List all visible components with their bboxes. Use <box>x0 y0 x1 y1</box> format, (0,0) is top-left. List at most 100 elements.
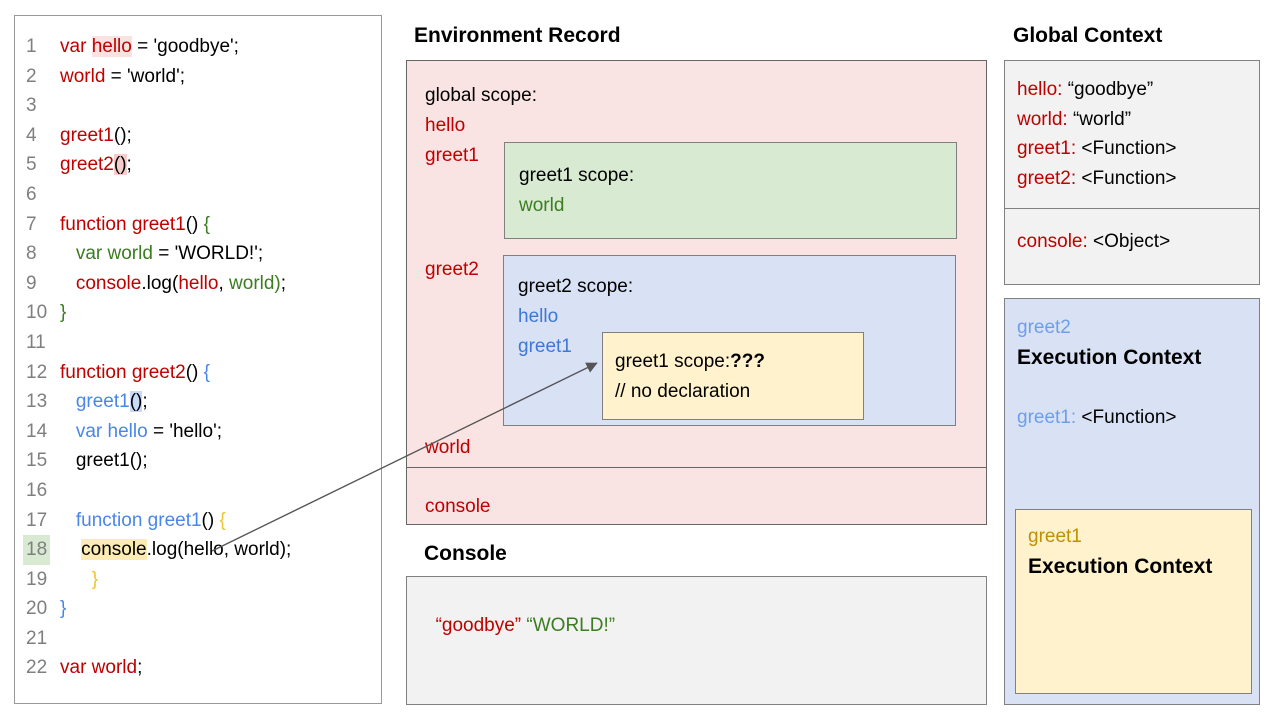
code-line: 13 greet1(); <box>15 387 381 417</box>
global-scope-vars: global scope: hello greet1 <box>425 81 537 170</box>
unknown-marker: ??? <box>730 351 765 372</box>
line-number: 12 <box>26 361 48 383</box>
code-line: 2 world = 'world'; <box>15 62 381 92</box>
line-number: 17 <box>26 509 48 531</box>
code-text: function greet1() { <box>75 509 226 531</box>
greet1-execution-context-box: greet1 Execution Context <box>1015 509 1252 694</box>
greet1-context-title: Execution Context <box>1028 554 1213 578</box>
entry-row: hello: “goodbye” <box>1017 79 1154 100</box>
environment-record-title: Environment Record <box>414 24 621 47</box>
code-text: greet1(); <box>75 391 148 413</box>
code-line: 15 greet1(); <box>15 446 381 476</box>
line-number: 6 <box>26 183 37 205</box>
entry-row: console: <Object> <box>1017 231 1171 252</box>
console-var-label: console <box>425 496 491 517</box>
greet1-scope-label: greet1 scope: <box>519 165 635 186</box>
line-number: 21 <box>26 627 48 649</box>
code-line: 8 var world = 'WORLD!'; <box>15 239 381 269</box>
global-context-box: hello: “goodbye” world: “world” greet1: <F… <box>1004 60 1260 285</box>
code-line: 17 function greet1() { <box>15 506 381 536</box>
code-line: 18 console.log(hello, world); <box>15 535 381 565</box>
line-number: 8 <box>26 243 37 265</box>
code-line: 12 function greet2() { <box>15 358 381 388</box>
line-number: 22 <box>26 657 48 679</box>
code-text: greet1(); <box>75 450 148 472</box>
entry-row: greet1: <Function> <box>1017 138 1177 159</box>
greet2-context-entries: greet1: <Function> <box>1017 403 1259 433</box>
list-item: hello <box>425 114 466 136</box>
console-output-goodbye: “goodbye” <box>435 615 522 636</box>
code-line: 11 <box>15 328 381 358</box>
code-line: 9 console.log(hello, world); <box>15 269 381 299</box>
code-line: 16 <box>15 476 381 506</box>
line-number: 11 <box>26 331 46 353</box>
code-text: } <box>60 302 67 324</box>
code-text: console.log(hello, world); <box>75 272 287 294</box>
line-number: 15 <box>26 450 48 472</box>
greet1-context-name: greet1 <box>1028 526 1082 547</box>
greet2-var-label: greet2 <box>425 259 479 280</box>
greet2-execution-context-box: greet2 Execution Context greet1: <Functi… <box>1004 298 1260 705</box>
code-line: 1 var hello = 'goodbye'; <box>15 32 381 62</box>
list-item: greet1 <box>425 144 479 166</box>
greet2-scope-label: greet2 scope: <box>518 276 634 297</box>
code-text: } <box>60 598 67 620</box>
console-output-world: “WORLD!” <box>526 615 616 636</box>
list-item: hello <box>518 305 559 327</box>
line-number: 18 <box>23 535 60 565</box>
global-context-variables: hello: “goodbye” world: “world” greet1: <F… <box>1005 61 1259 209</box>
code-text: function greet1() { <box>60 213 210 235</box>
greet1-inner-label: greet1 scope:??? <box>615 351 765 372</box>
no-declaration-comment: // no declaration <box>615 380 751 402</box>
line-number: 16 <box>26 479 48 501</box>
code-line: 10} <box>15 298 381 328</box>
entry-row: greet1: <Function> <box>1017 407 1177 428</box>
line-number: 20 <box>26 598 48 620</box>
greet1-scope-var: world <box>519 194 565 216</box>
code-text: } <box>91 568 99 590</box>
line-number: 7 <box>26 213 37 235</box>
global-context-console: console: <Object> <box>1005 209 1259 257</box>
greet2-context-name: greet2 <box>1017 317 1071 338</box>
line-number: 14 <box>26 420 48 442</box>
greet1-inner-scope-box: greet1 scope:??? // no declaration <box>602 332 864 420</box>
line-number: 9 <box>26 272 37 294</box>
global-scope-label: global scope: <box>425 85 537 106</box>
line-number: 4 <box>26 124 37 146</box>
line-number: 10 <box>26 302 48 324</box>
greet2-scope-box: greet2 scope: hello greet1 greet1 scope:?… <box>503 255 956 426</box>
global-scope-box: global scope: hello greet1 greet1 scope: … <box>406 60 987 468</box>
code-line: 14 var hello = 'hello'; <box>15 417 381 447</box>
code-line: 7 function greet1() { <box>15 210 381 240</box>
greet1-scope-box: greet1 scope: world <box>504 142 957 239</box>
greet2-context-title: Execution Context <box>1017 345 1202 369</box>
console-var-box: console <box>406 467 987 525</box>
world-var-label: world <box>425 437 471 458</box>
code-text: console.log(hello, world); <box>81 539 292 561</box>
line-number: 19 <box>26 568 48 590</box>
code-text: world = 'world'; <box>60 65 185 87</box>
list-item: greet1 <box>518 335 572 357</box>
code-text: function greet2() { <box>60 361 210 383</box>
line-number: 1 <box>26 36 37 57</box>
code-text: var hello = 'hello'; <box>75 420 223 442</box>
line-number: 3 <box>26 95 37 117</box>
code-text: var world = 'WORLD!'; <box>75 243 264 265</box>
entry-row: greet2: <Function> <box>1017 167 1177 189</box>
console-title: Console <box>424 542 507 565</box>
line-number: 5 <box>26 154 37 176</box>
code-line: 20} <box>15 594 381 624</box>
console-output-box: “goodbye” “WORLD!” <box>406 576 987 705</box>
code-line: 19 } <box>15 565 381 595</box>
code-panel: 1 var hello = 'goodbye'; 2 world = 'world';… <box>14 15 382 704</box>
code-text: var hello = 'goodbye'; <box>60 36 239 57</box>
entry-row: world: “world” <box>1017 108 1132 130</box>
code-line: 21 <box>15 624 381 654</box>
code-line: 4 greet1(); <box>15 121 381 151</box>
line-number: 13 <box>26 391 48 413</box>
line-number: 2 <box>26 65 37 87</box>
code-text: greet1(); <box>60 124 132 146</box>
code-line: 6 <box>15 180 381 210</box>
